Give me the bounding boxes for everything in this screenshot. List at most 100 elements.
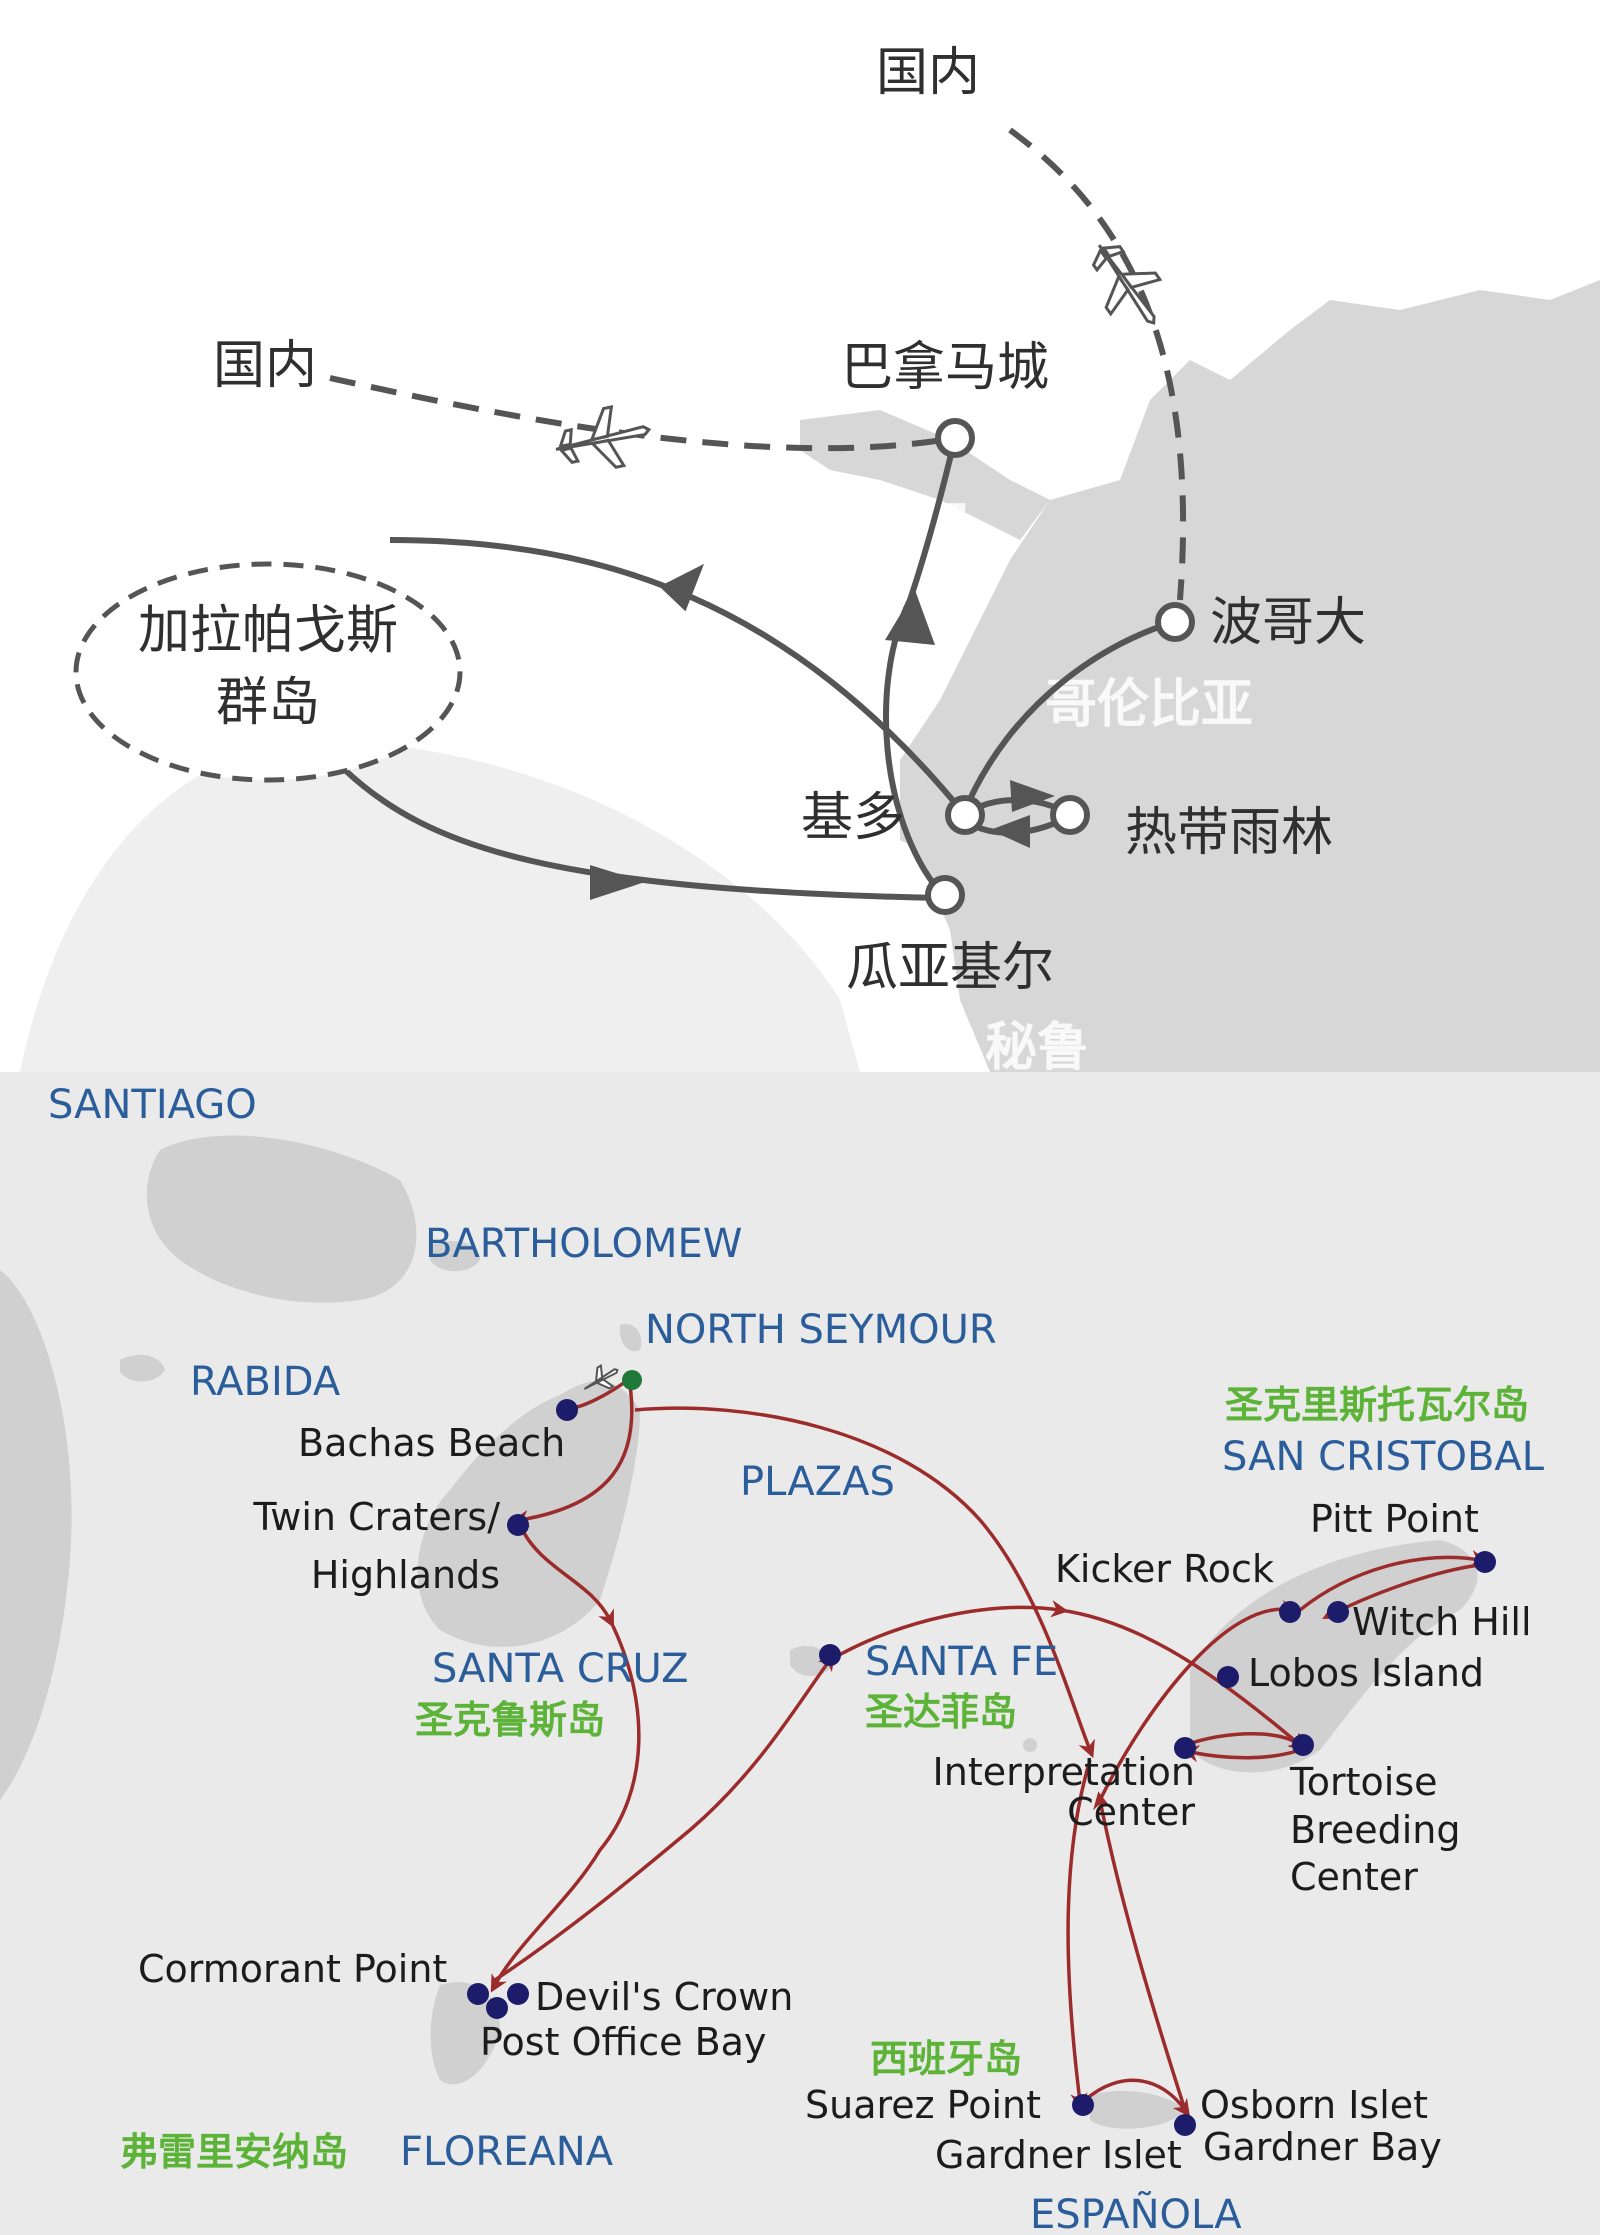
site-label-interpretation-line2: Center [1067,1790,1195,1834]
node-guayaquil [925,875,965,915]
route-segment [1181,1745,1301,1763]
dot-suarez-point [1072,2094,1094,2116]
arrow-head [659,563,705,612]
route-segment [1322,1563,1481,1619]
route-galapagos-guayaquil [342,767,941,901]
island-label-santiago: SANTIAGO [48,1082,257,1128]
island-label-santa-cruz-zh: 圣克鲁斯岛 [415,1698,605,1742]
dot-twin-craters [507,1514,529,1536]
isabela-island [0,1270,72,1800]
node-bogota [1155,602,1195,642]
sea-arc [20,740,860,1072]
start-dot [622,1370,642,1390]
dot-post-office-bay [486,1997,508,2019]
island-label-santa-fe-zh: 圣达菲岛 [865,1690,1017,1734]
origin-label-north: 国内 [876,43,980,103]
site-label-gardner-islet: Gardner Islet [935,2133,1182,2177]
island-label-floreana: FLOREANA [400,2129,614,2175]
dot-devils-crown [507,1983,529,2005]
island-label-santa-cruz: SANTA CRUZ [432,1646,689,1692]
site-label-osborn-islet: Osborn Islet [1200,2083,1428,2127]
arrow-head [590,865,645,900]
country-label-peru: 秘鲁 [985,1018,1089,1078]
country-label-colombia: 哥伦比亚 [1045,675,1253,735]
site-label-tortoise-line3: Center [1290,1855,1418,1899]
panama-land [800,410,1050,540]
node-rainforest [1050,795,1090,835]
dot-witch-hill [1327,1601,1349,1623]
airplane-icon [583,1363,619,1390]
site-label-twin-craters-line2: Highlands [311,1553,500,1597]
country-label-panama: 巴拿马 [820,498,976,558]
arrow-head [885,590,935,645]
island-label-espanola-zh: 西班牙岛 [870,2037,1022,2081]
santiago-island [146,1135,417,1303]
route-segment [511,1384,634,1528]
city-label-quito: 基多 [801,788,905,848]
dot-pitt-point [1474,1551,1496,1573]
floreana-island [430,1982,500,2085]
bartholomew-island [430,1240,480,1272]
route-segment [1066,1759,1092,2111]
north-seymour-island [619,1324,642,1352]
city-label-bogota: 波哥大 [1210,593,1366,653]
island-label-san-cristobal-zh: 圣克里斯托瓦尔岛 [1225,1383,1529,1427]
site-label-bachas-beach: Bachas Beach [298,1421,565,1465]
site-label-pitt-point: Pitt Point [1310,1497,1479,1541]
airplane-icon [1091,244,1163,325]
node-quito [945,795,985,835]
site-label-tortoise-line1: Tortoise [1289,1760,1438,1804]
site-label-tortoise-line2: Breeding [1290,1808,1461,1852]
island-label-bartholomew: BARTHOLOMEW [425,1221,742,1267]
galapagos-outline [73,561,463,783]
route-segment [1093,1791,1187,2111]
route-segment [1083,2078,1191,2118]
island-label-espanola: ESPAÑOLA [1030,2190,1242,2235]
airplane-icon [555,405,652,469]
galapagos-label-line1: 加拉帕戈斯 [138,601,398,661]
route-segment [490,1619,641,1993]
route-segment [1184,1732,1308,1751]
island-label-plazas: PLAZAS [740,1459,895,1505]
node-panama-city [935,418,975,458]
island-label-north-seymour: NORTH SEYMOUR [645,1307,997,1353]
dot-kicker-rock [1279,1601,1301,1623]
route-quito-bogota [960,619,1176,817]
dot-tortoise-breeding [1292,1734,1314,1756]
city-label-guayaquil: 瓜亚基尔 [846,938,1054,998]
origin-label-west: 国内 [213,336,317,396]
site-label-suarez-point: Suarez Point [805,2083,1041,2127]
site-label-gardner-bay: Gardner Bay [1203,2125,1442,2169]
arrow-head [1010,780,1055,812]
site-label-post-office-bay: Post Office Bay [480,2020,766,2064]
island-label-floreana-zh: 弗雷里安纳岛 [120,2130,348,2174]
dot-interpretation-center [1174,1737,1196,1759]
city-label-panama-city: 巴拿马城 [841,338,1049,398]
site-label-lobos-island: Lobos Island [1248,1651,1484,1695]
dot-lobos-island [1217,1666,1239,1688]
route-segment [494,1652,836,1982]
mainland-map: 巴拿马 哥伦比亚 秘鲁 加拉帕戈斯 群岛 [0,0,1600,1078]
site-label-kicker-rock: Kicker Rock [1055,1547,1274,1591]
south-america-land [900,280,1600,1072]
site-label-twin-craters-line1: Twin Craters/ [252,1495,500,1539]
route-segment [634,1406,1095,1759]
site-label-interpretation-line1: Interpretation [933,1750,1195,1794]
island-label-san-cristobal: SAN CRISTOBAL [1222,1434,1545,1480]
city-label-rainforest: 热带雨林 [1125,803,1333,863]
espanola-island [1090,2090,1185,2129]
flight-path-to-bogota [1008,127,1186,601]
route-segment [1098,1599,1299,1801]
islet [1023,1738,1037,1752]
site-label-devils-crown: Devil's Crown [535,1975,793,2019]
dot-gardner-bay [1174,2114,1196,2136]
island-label-santa-fe: SANTA FE [865,1639,1058,1685]
dot-bachas-beach [556,1399,578,1421]
route-segment [1059,1608,1307,1751]
galapagos-map: SANTIAGO BARTHOLOMEW NORTH SEYMOUR RABID… [0,1072,1600,2235]
arrow-head [990,815,1030,848]
island-label-rabida: RABIDA [190,1359,341,1405]
dot-cormorant-point [467,1983,489,2005]
galapagos-label-line2: 群岛 [216,673,320,733]
